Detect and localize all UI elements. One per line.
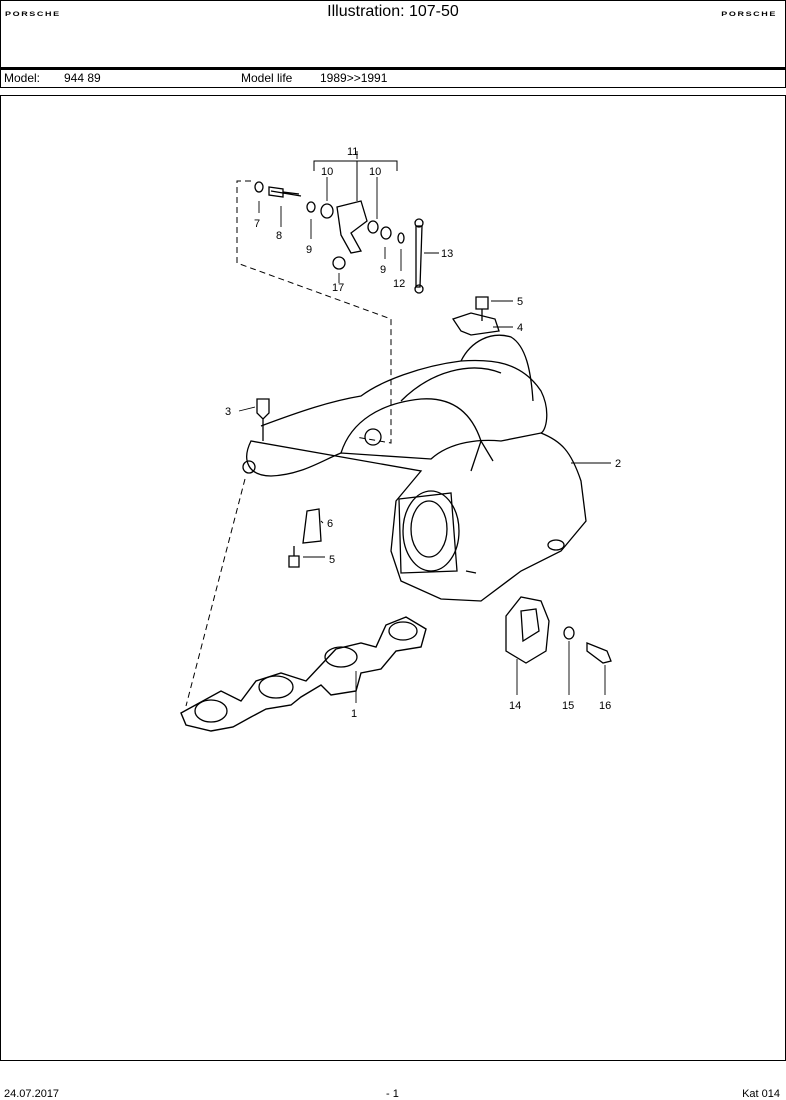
callout-8: 8: [276, 230, 282, 242]
callout-16: 16: [599, 700, 611, 712]
callout-1: 1: [351, 708, 357, 720]
callout-15: 15: [562, 700, 574, 712]
callout-9-left: 9: [306, 244, 312, 256]
callout-5-top: 5: [517, 296, 523, 308]
callout-10-right: 10: [369, 166, 381, 178]
page-title: Illustration: 107-50: [327, 3, 459, 20]
callout-6: 6: [327, 518, 333, 530]
callout-12: 12: [393, 278, 405, 290]
model-bar: Model: 944 89 Model life 1989>>1991: [0, 68, 786, 88]
model-life-value: 1989>>1991: [320, 71, 388, 85]
porsche-logo-right: PORSCHE: [721, 10, 777, 18]
callout-2: 2: [615, 458, 621, 470]
callout-14: 14: [509, 700, 521, 712]
callout-10-left: 10: [321, 166, 333, 178]
footer-date: 24.07.2017: [4, 1088, 60, 1100]
callout-3: 3: [225, 406, 231, 418]
callout-17: 17: [332, 282, 344, 294]
footer-page-number: - 1: [386, 1088, 399, 1100]
model-value: 944 89: [64, 71, 101, 85]
callout-5-bottom: 5: [329, 554, 335, 566]
callout-13: 13: [441, 248, 453, 260]
callout-11: 11: [347, 146, 358, 158]
callout-9-right: 9: [380, 264, 386, 276]
callout-7: 7: [254, 218, 260, 230]
page-header: PORSCHE Illustration: 107-50 PORSCHE: [0, 0, 786, 68]
callout-4: 4: [517, 322, 523, 334]
model-life-label: Model life: [241, 71, 293, 85]
footer-catalog: Kat 014: [742, 1088, 780, 1100]
exploded-parts-diagram: 11 10 10 7 8 9 9 12 13 17 5 4 3 2 6 5 1 …: [180, 146, 621, 732]
illustration-frame: 11 10 10 7 8 9 9 12 13 17 5 4 3 2 6 5 1 …: [0, 95, 786, 1061]
model-label: Model:: [4, 71, 41, 85]
porsche-logo-left: PORSCHE: [5, 10, 61, 18]
